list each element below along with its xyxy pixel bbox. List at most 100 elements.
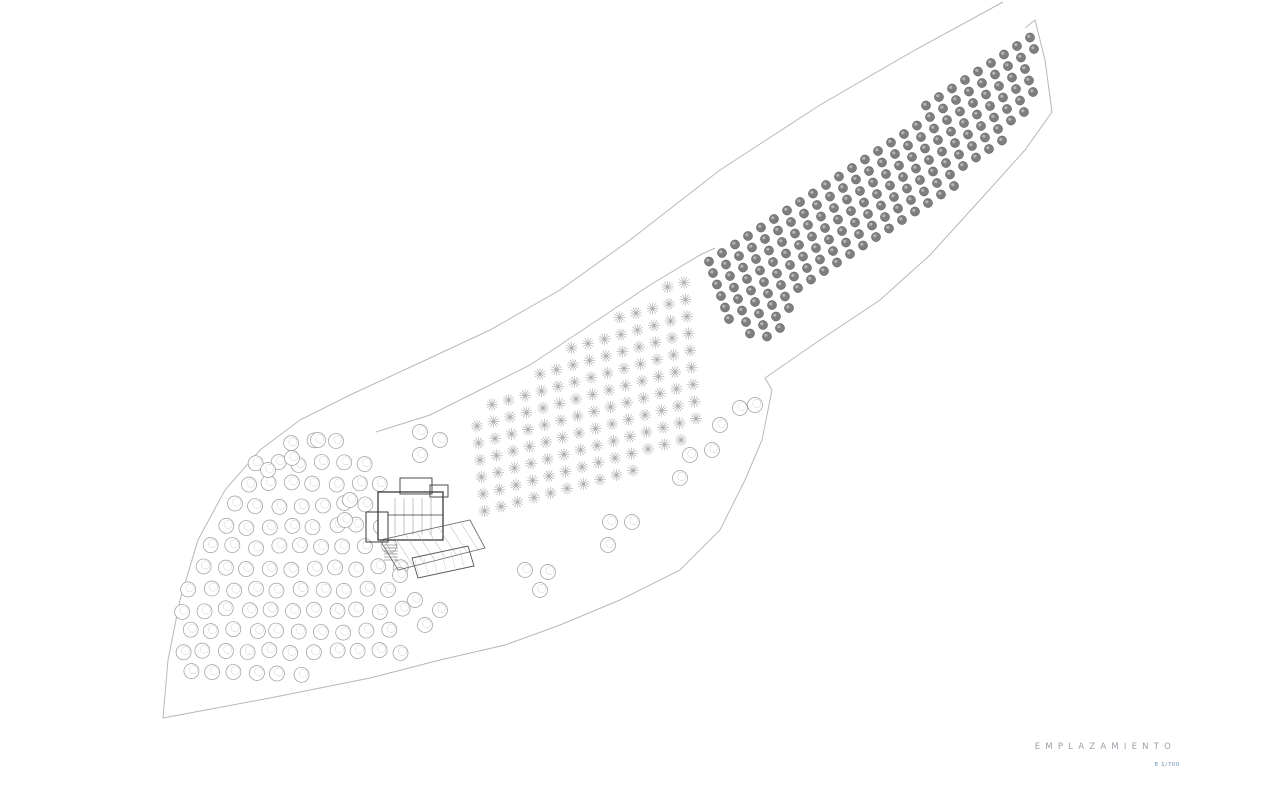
star-tree-icon: [667, 349, 680, 361]
circle-tree-icon: [370, 558, 387, 575]
filled-tree-icon: [724, 314, 734, 324]
filled-tree-icon: [912, 120, 922, 131]
circle-tree-icon: [218, 517, 235, 534]
circle-tree-icon: [600, 537, 616, 553]
star-tree-icon: [642, 443, 654, 455]
filled-tree-icon: [789, 271, 799, 282]
filled-tree-icon: [729, 282, 739, 293]
circle-tree-icon: [328, 433, 344, 449]
filled-tree-icon: [767, 300, 777, 310]
circle-tree-icon: [262, 601, 279, 618]
filled-tree-icon: [929, 123, 939, 134]
circle-tree-icon: [371, 476, 388, 492]
filled-tree-icon: [769, 214, 779, 224]
filled-tree-icon: [864, 166, 874, 176]
filled-tree-icon: [973, 66, 983, 77]
star-tree-icon: [510, 479, 522, 491]
star-tree-icon: [622, 413, 635, 426]
filled-tree-icon: [837, 226, 847, 236]
filled-tree-icon: [785, 260, 795, 270]
filled-tree-icon: [841, 237, 851, 248]
star-tree-icon: [610, 469, 623, 481]
filled-tree-icon: [971, 152, 981, 163]
filled-tree-icon: [968, 98, 978, 108]
circle-tree-icon: [242, 602, 258, 619]
filled-tree-icon: [742, 274, 752, 284]
circle-tree-icon: [196, 603, 213, 620]
filled-tree-icon: [773, 225, 783, 236]
drawing-scale: E 1/700: [1154, 762, 1180, 768]
filled-tree-icon: [845, 249, 855, 259]
star-tree-icon: [601, 367, 614, 379]
circle-tree-icon: [315, 581, 332, 598]
filled-tree-icon: [782, 205, 792, 216]
filled-tree-icon: [921, 100, 931, 111]
circle-tree-icon: [241, 476, 257, 493]
circle-tree-icon: [247, 498, 263, 514]
circle-tree-icon: [348, 601, 365, 618]
circle-tree-icon: [532, 582, 548, 598]
star-tree-icon: [598, 333, 611, 345]
circle-tree-icon: [248, 540, 264, 557]
filled-tree-icon: [816, 211, 826, 222]
filled-tree-icon: [877, 157, 887, 168]
star-tree-icon: [678, 276, 690, 289]
star-tree-icon: [606, 418, 618, 430]
filled-tree-icon: [867, 220, 877, 231]
circle-tree-icon: [392, 645, 409, 661]
filled-tree-icon: [946, 126, 956, 137]
circle-tree-icon: [271, 537, 288, 554]
circle-tree-icon: [227, 495, 243, 512]
circle-tree-icon: [239, 644, 256, 660]
filled-tree-icon: [1007, 72, 1017, 83]
filled-tree-icon: [925, 112, 935, 122]
star-tree-icon: [472, 437, 485, 449]
filled-tree-icon: [994, 81, 1004, 91]
filled-tree-icon: [873, 146, 883, 156]
star-tree-icon: [631, 324, 644, 336]
house-plan-icon: [365, 477, 486, 579]
star-tree-icon: [505, 428, 518, 440]
star-tree-icon: [558, 448, 570, 461]
filled-tree-icon: [885, 180, 895, 191]
star-tree-icon: [486, 398, 498, 411]
filled-tree-icon: [764, 245, 774, 256]
filled-tree-icon: [824, 234, 834, 245]
circle-tree-icon: [238, 520, 255, 536]
filled-tree-icon: [1019, 107, 1029, 117]
circle-tree-icon: [304, 475, 321, 492]
filled-tree-icon: [808, 188, 818, 199]
filled-tree-icon: [858, 240, 868, 251]
star-tree-icon: [471, 420, 483, 432]
circle-tree-icon: [348, 561, 365, 578]
star-tree-icon: [684, 344, 696, 357]
star-tree-icon: [538, 419, 551, 431]
star-tree-icon: [603, 384, 615, 396]
star-tree-group: [471, 276, 702, 517]
circle-tree-icon: [313, 454, 330, 470]
circle-tree-icon: [261, 519, 278, 536]
filled-tree-icon: [746, 285, 756, 296]
filled-tree-icon: [998, 92, 1008, 103]
circle-tree-icon: [747, 397, 763, 413]
circle-tree-icon: [357, 496, 374, 513]
star-tree-icon: [586, 388, 599, 401]
filled-tree-icon: [751, 254, 761, 264]
circle-tree-icon: [269, 665, 285, 682]
star-tree-icon: [526, 474, 539, 487]
filled-tree-icon: [784, 303, 794, 313]
circle-tree-icon: [174, 604, 191, 620]
filled-tree-icon: [903, 140, 913, 151]
star-tree-icon: [682, 327, 695, 340]
filled-tree-icon: [716, 291, 726, 301]
circle-tree-icon: [261, 642, 278, 658]
filled-tree-icon: [932, 178, 942, 188]
star-tree-icon: [688, 395, 701, 408]
star-tree-icon: [636, 375, 648, 387]
star-tree-icon: [657, 421, 669, 434]
filled-tree-icon: [851, 174, 861, 185]
filled-tree-icon: [768, 257, 778, 267]
filled-tree-icon: [795, 197, 805, 207]
star-tree-icon: [633, 341, 645, 353]
